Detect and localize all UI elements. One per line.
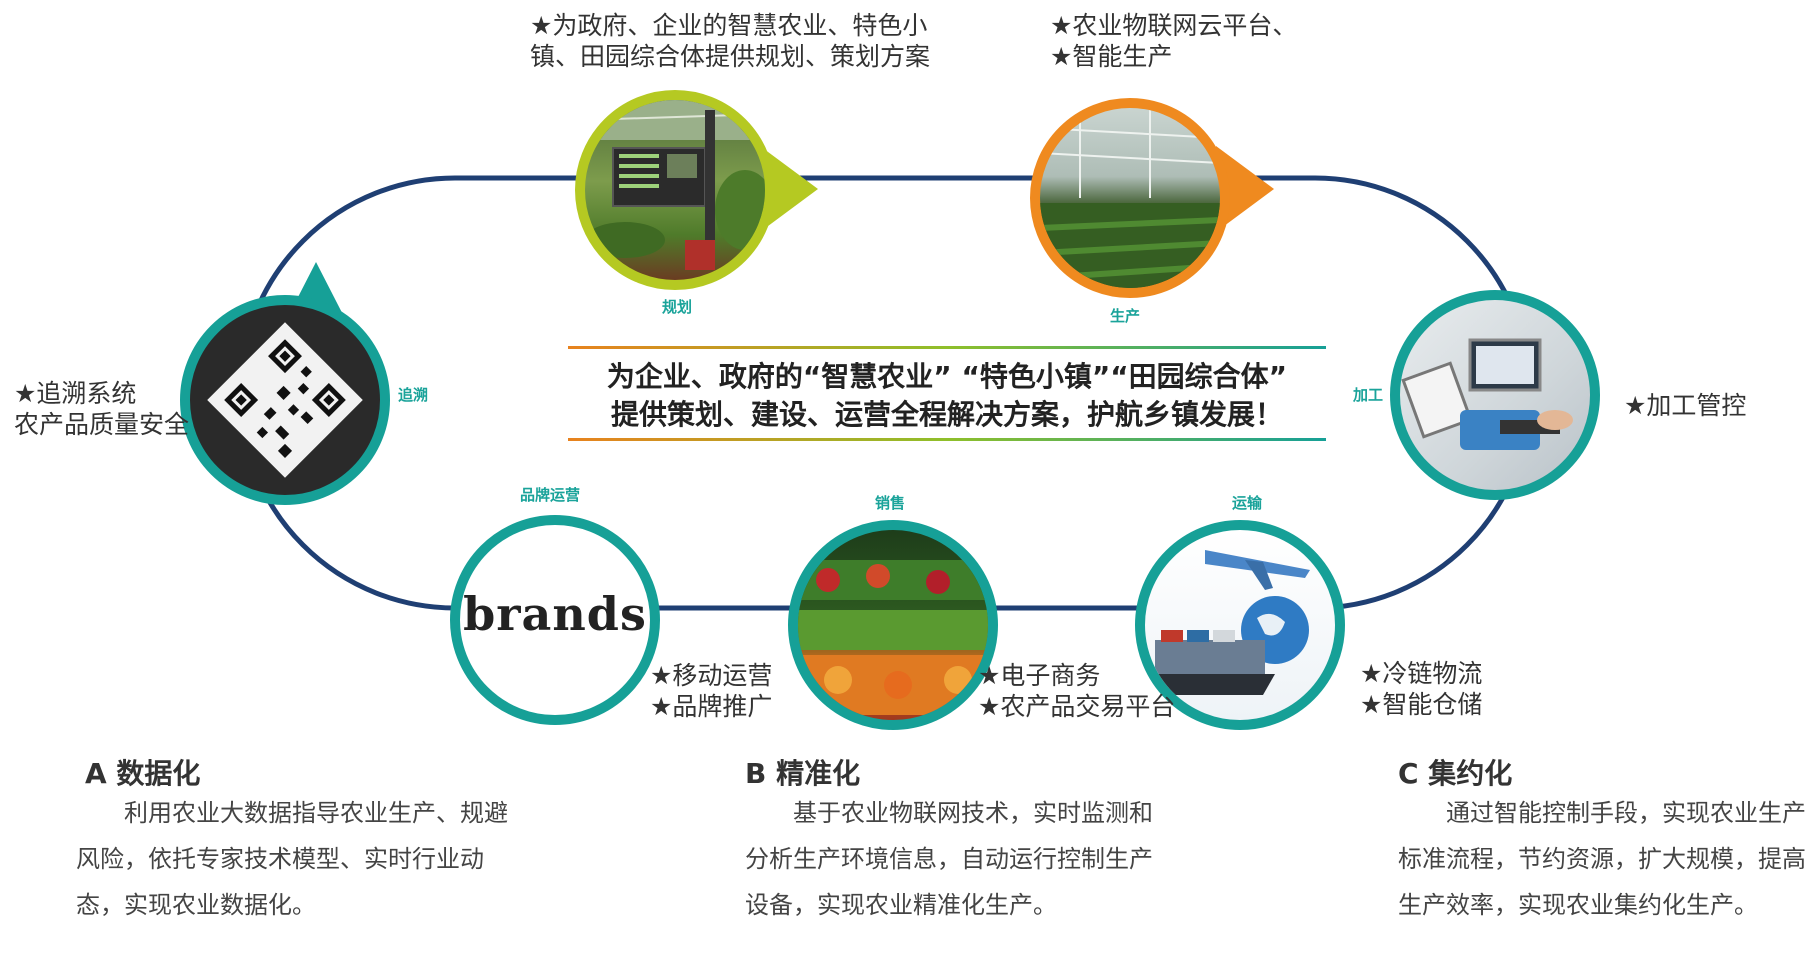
brand-bullets: ★移动运营 ★品牌推广: [650, 660, 772, 722]
processing-bullet-1: ★加工管控: [1624, 391, 1747, 420]
section-b-title: B 精准化: [745, 757, 861, 790]
sales-bullet-1: ★电子商务: [978, 661, 1101, 690]
production-bullet-2: ★智能生产: [1050, 42, 1173, 71]
planning-greenhouse-image: [585, 100, 765, 270]
transport-plane-ship-image: [1150, 550, 1310, 695]
transport-bullet-1: ★冷链物流: [1360, 659, 1483, 688]
qr-code-icon: [207, 322, 363, 478]
planning-bullets: ★为政府、企业的智慧农业、特色小 镇、田园综合体提供规划、策划方案: [530, 10, 930, 72]
planning-bullet-1: ★为政府、企业的智慧农业、特色小: [530, 11, 928, 40]
section-a-title: A 数据化: [85, 757, 201, 790]
processing-bullets: ★加工管控: [1624, 390, 1746, 421]
planning-bullet-2: 镇、田园综合体提供规划、策划方案: [530, 42, 931, 71]
brand-bullet-1: ★移动运营: [650, 661, 773, 690]
brand-label: 品牌运营: [520, 486, 581, 504]
sales-node: [788, 520, 998, 730]
section-b-body: 基于农业物联网技术，实时监测和分析生产环境信息，自动运行控制生产设备，实现农业精…: [745, 799, 1153, 919]
trace-bullet-1: ★追溯系统: [14, 379, 137, 408]
sales-label: 销售: [875, 494, 906, 512]
production-bullet-1: ★农业物联网云平台、: [1050, 11, 1298, 40]
tagline-line-2: 提供策划、建设、运营全程解决方案，护航乡镇发展！: [610, 398, 1283, 431]
brand-logo: brands: [463, 587, 647, 641]
trace-node: [180, 295, 390, 505]
sales-produce-image: [798, 560, 988, 715]
transport-label: 运输: [1232, 494, 1263, 512]
section-a-body: 利用农业大数据指导农业生产、规避风险，依托专家技术模型、实时行业动态，实现农业数…: [76, 799, 508, 919]
planning-label: 规划: [662, 298, 693, 316]
planning-node: [575, 90, 775, 290]
section-c-title: C 集约化: [1398, 757, 1513, 790]
tagline-bottom-rule: [568, 438, 1326, 441]
brand-bullet-2: ★品牌推广: [650, 692, 773, 721]
brand-node: brands: [450, 515, 660, 725]
sales-bullet-2: ★农产品交易平台: [978, 692, 1176, 721]
transport-node: [1135, 520, 1345, 730]
transport-bullets: ★冷链物流 ★智能仓储: [1360, 658, 1482, 720]
tagline-panel: 为企业、政府的“智慧农业” “特色小镇”“田园综合体” 提供策划、建设、运营全程…: [568, 346, 1326, 442]
tagline-top-rule: [568, 346, 1326, 349]
processing-label: 加工: [1353, 386, 1384, 404]
processing-node: [1390, 290, 1600, 500]
production-node: [1030, 98, 1230, 298]
production-greenhouse-image: [1040, 108, 1220, 288]
production-pointer: [1216, 146, 1274, 232]
production-bullets: ★农业物联网云平台、 ★智能生产: [1050, 10, 1297, 72]
section-c-body: 通过智能控制手段，实现农业生产标准流程，节约资源，扩大规模，提高生产效率，实现农…: [1398, 799, 1806, 919]
trace-label: 追溯: [398, 386, 429, 404]
sales-bullets: ★电子商务 ★农产品交易平台: [978, 660, 1175, 722]
planning-pointer: [760, 146, 818, 232]
processing-workstation-image: [1401, 338, 1573, 450]
transport-bullet-2: ★智能仓储: [1360, 690, 1483, 719]
tagline-line-1: 为企业、政府的“智慧农业” “特色小镇”“田园综合体”: [606, 360, 1288, 393]
trace-bullets: ★追溯系统 农产品质量安全: [14, 378, 189, 440]
trace-bullet-2: 农产品质量安全: [14, 410, 190, 439]
production-label: 生产: [1110, 307, 1141, 325]
